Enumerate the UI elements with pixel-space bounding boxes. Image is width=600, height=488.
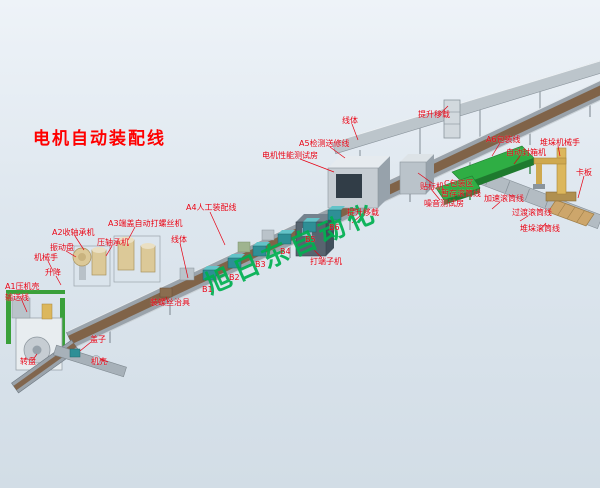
storage-conveyor: [435, 175, 481, 205]
diagram-label: B3: [255, 260, 266, 269]
diagram-label: 转盘: [20, 357, 36, 366]
diagram-label: 卡板: [576, 168, 592, 177]
a1-press-cluster: [6, 290, 65, 371]
diagram-label: 贴标机: [420, 182, 444, 191]
diagram-label: 堆垛滚筒线: [520, 224, 560, 233]
diagram-label: 机械手: [34, 253, 58, 262]
diagram-label: A3端盖自动打螺丝机: [108, 219, 183, 228]
diagram-label: A2收轴承机: [52, 228, 95, 237]
diagram-label: 电机性能测试房: [262, 151, 318, 160]
a2-bearing-machine: [72, 245, 111, 287]
diagram-label: A4人工装配线: [186, 203, 237, 212]
diagram-title: 电机自动装配线: [33, 129, 166, 149]
diagram-label: A5检测送修线: [299, 139, 350, 148]
labeling-machine: [399, 154, 434, 195]
a3-screw-machine: [113, 235, 161, 283]
diagram-label: 机壳: [91, 357, 107, 366]
screw-fixture: [159, 287, 173, 298]
diagram-label: 提升移载: [347, 208, 379, 217]
diagram-label: 输送线: [5, 293, 29, 302]
diagram-label: 提升移载: [418, 110, 450, 119]
diagram-label: B6: [329, 223, 340, 232]
diagram-label: A6包装线: [486, 135, 521, 144]
overhead-rail: [331, 60, 600, 214]
elevator-tower: [443, 99, 461, 139]
diagram-label: 线体: [171, 235, 187, 244]
diagram-label: B5: [305, 235, 316, 244]
diagram-label: 压轴承机: [97, 238, 129, 247]
diagram-label: 振动盘: [50, 243, 74, 252]
diagram-label: 升降: [45, 268, 61, 277]
diagram-label: C包装区: [444, 179, 474, 188]
diagram-label: B1: [202, 285, 213, 294]
diagram-label: 线体: [342, 116, 358, 125]
diagram-label: 打端子机: [310, 257, 342, 266]
parts-conveyor: [53, 344, 127, 378]
diagram-label: 堆垛机械手: [540, 138, 580, 147]
diagram-label: 盖子: [90, 335, 106, 344]
pallet: [547, 199, 595, 227]
diagram-label: 暂存滚筒线: [441, 189, 481, 198]
diagram-label: 装螺丝治具: [150, 298, 190, 307]
diagram-label: 噪音测试房: [424, 199, 464, 208]
bins: [202, 206, 345, 281]
diagram-label: 过渡滚筒线: [512, 208, 552, 217]
diagram-label: 自动封箱机: [506, 148, 546, 157]
leader-lines: [19, 105, 585, 363]
stacker-robot: [533, 147, 577, 202]
a5-test-room: [327, 156, 390, 209]
diagram-label: B4: [280, 247, 291, 256]
diagram-label: A1压机壳: [5, 282, 40, 291]
diagram-label: 加速滚筒线: [484, 194, 524, 203]
diagram-label: B2: [229, 273, 240, 282]
